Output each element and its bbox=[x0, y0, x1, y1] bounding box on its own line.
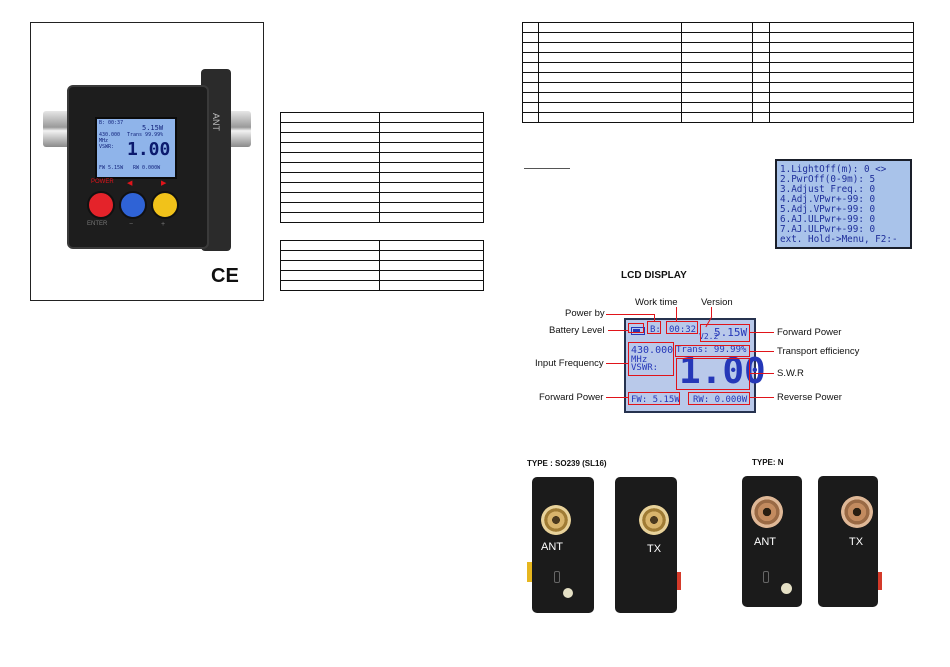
lcd-version-text: V2.2 bbox=[699, 332, 719, 341]
n-tx-panel: TX bbox=[818, 476, 882, 607]
lcd-time-text: 00:32 bbox=[669, 325, 697, 335]
device-screen-vswr: VSWR: bbox=[99, 144, 115, 150]
box-reverse-power bbox=[688, 392, 750, 405]
device-screen-fw: FW 5.15W bbox=[99, 165, 124, 171]
label-reverse-power: Reverse Power bbox=[777, 392, 842, 403]
device-screen-mhz: MHz bbox=[99, 138, 109, 144]
so239-tx-connector bbox=[639, 505, 669, 535]
minus-label: − bbox=[129, 221, 134, 228]
menu-line-2: 2.PwrOff(0-9m): 5 bbox=[780, 174, 876, 185]
so239-usb-port bbox=[554, 571, 560, 583]
lcd-battery-text: B: bbox=[650, 325, 661, 335]
box-input-frequency bbox=[628, 342, 674, 376]
product-photo-frame: ANT B: 00:37 5.15W 430.000 Trans 99.99% … bbox=[30, 22, 264, 301]
box-forward-power-bottom bbox=[628, 392, 680, 405]
line-input-frequency bbox=[606, 363, 628, 365]
label-work-time: Work time bbox=[635, 297, 678, 308]
n-tx-label: TX bbox=[849, 536, 864, 548]
n-tx-connector bbox=[841, 496, 873, 528]
ant-side-label: ANT bbox=[211, 113, 221, 131]
n-usb-port bbox=[763, 571, 769, 583]
box-transport-efficiency bbox=[675, 345, 750, 357]
battery-icon bbox=[631, 327, 645, 335]
menu-line-4: 4.Adj.VPwr+-99: 0 bbox=[780, 194, 876, 205]
so239-ant-connector bbox=[541, 505, 571, 535]
line-version-v bbox=[711, 307, 713, 317]
spec-table-2 bbox=[280, 240, 484, 291]
menu-line-8: ext. Hold->Menu, F2:- bbox=[780, 234, 898, 245]
right-arrow-label: ▶ bbox=[161, 180, 167, 187]
n-ant-panel: ANT bbox=[742, 476, 802, 607]
line-forward-power bbox=[750, 332, 774, 334]
device-screen: B: 00:37 5.15W 430.000 Trans 99.99% MHz … bbox=[95, 117, 177, 179]
box-work-time bbox=[666, 321, 698, 334]
device-screen-top: B: 00:37 bbox=[99, 120, 124, 126]
device-screen-trans: Trans 99.99% bbox=[127, 132, 164, 138]
device-screen-power: 5.15W bbox=[142, 124, 164, 132]
box-swr bbox=[676, 358, 750, 390]
label-transport-efficiency: Transport efficiency bbox=[777, 346, 860, 357]
n-tx-side-tab bbox=[878, 572, 882, 590]
line-battery bbox=[608, 330, 628, 332]
n-ant-connector bbox=[751, 496, 783, 528]
box-forward-power bbox=[700, 324, 750, 342]
label-power-by: Power by bbox=[565, 308, 605, 319]
left-arrow-label: ◀ bbox=[127, 180, 133, 187]
menu-line-5: 5.Adj.VPwr+-99: 0 bbox=[780, 204, 876, 215]
lcd-display-title: LCD DISPLAY bbox=[621, 270, 687, 281]
box-power-by bbox=[647, 321, 661, 334]
lcd-vswr-text: VSWR: bbox=[631, 363, 659, 373]
menu-line-7: 7.AJ.ULPwr+-99: 0 bbox=[780, 224, 876, 235]
power-label: POWER bbox=[91, 179, 114, 185]
menu-line-1: 1.LightOff(m): 0 <> bbox=[780, 164, 887, 175]
line-forward-power-left bbox=[606, 397, 628, 399]
line-swr bbox=[750, 373, 774, 375]
lcd-freq-text: 430.000 bbox=[631, 345, 674, 356]
enter-label: ENTER bbox=[87, 221, 108, 227]
lcd-rw-text: RW: 0.000W bbox=[693, 395, 748, 405]
menu-line-6: 6.AJ.ULPwr+-99: 0 bbox=[780, 214, 876, 225]
so239-side-tab bbox=[527, 562, 532, 582]
so239-ant-label: ANT bbox=[541, 541, 563, 553]
device-screen-swr: 1.00 bbox=[127, 139, 171, 160]
label-forward-power-right: Forward Power bbox=[777, 327, 842, 338]
n-type-title: TYPE: N bbox=[752, 458, 784, 467]
device-screen-freq: 430.000 bbox=[99, 132, 121, 138]
n-screw bbox=[781, 583, 792, 594]
left-button[interactable] bbox=[119, 191, 147, 219]
spec-table-3 bbox=[522, 22, 914, 123]
right-button[interactable] bbox=[151, 191, 179, 219]
so239-tx-label: TX bbox=[647, 543, 662, 555]
lcd-power-text: 5.15W bbox=[714, 326, 748, 339]
so239-ant-panel: ANT bbox=[527, 477, 594, 613]
line-power-by-v bbox=[654, 314, 656, 322]
lcd-trans-text: Trans: 99.99% bbox=[676, 345, 747, 355]
label-version: Version bbox=[701, 297, 733, 308]
short-rule bbox=[524, 168, 570, 169]
so239-tx-side-tab bbox=[677, 572, 681, 590]
line-reverse-power bbox=[750, 397, 774, 399]
n-ant-label: ANT bbox=[754, 536, 776, 548]
menu-line-3: 3.Adjust Freq.: 0 bbox=[780, 184, 876, 195]
spec-table-1 bbox=[280, 112, 484, 223]
line-work-time bbox=[676, 307, 678, 322]
device-front: B: 00:37 5.15W 430.000 Trans 99.99% MHz … bbox=[67, 85, 209, 249]
menu-screen: 1.LightOff(m): 0 <> 2.PwrOff(0-9m): 5 3.… bbox=[775, 159, 912, 249]
power-button[interactable] bbox=[87, 191, 115, 219]
lcd-mhz-text: MHz bbox=[631, 355, 648, 365]
label-forward-power-left: Forward Power bbox=[539, 392, 604, 403]
label-input-frequency: Input Frequency bbox=[535, 358, 604, 369]
so239-tx-panel: TX bbox=[615, 477, 681, 613]
plus-label: + bbox=[161, 221, 166, 228]
device-screen-rw: RW 0.000W bbox=[133, 165, 161, 171]
so239-screw bbox=[563, 588, 573, 598]
lcd-fw-text: FW: 5.15W bbox=[631, 395, 680, 405]
line-power-by-h bbox=[606, 314, 655, 316]
line-transport bbox=[750, 351, 774, 353]
box-battery bbox=[628, 323, 644, 333]
label-battery-level: Battery Level bbox=[549, 325, 605, 336]
label-swr: S.W.R bbox=[777, 368, 804, 379]
so239-type-title: TYPE : SO239 (SL16) bbox=[527, 459, 607, 468]
ce-mark: CE bbox=[211, 265, 239, 287]
